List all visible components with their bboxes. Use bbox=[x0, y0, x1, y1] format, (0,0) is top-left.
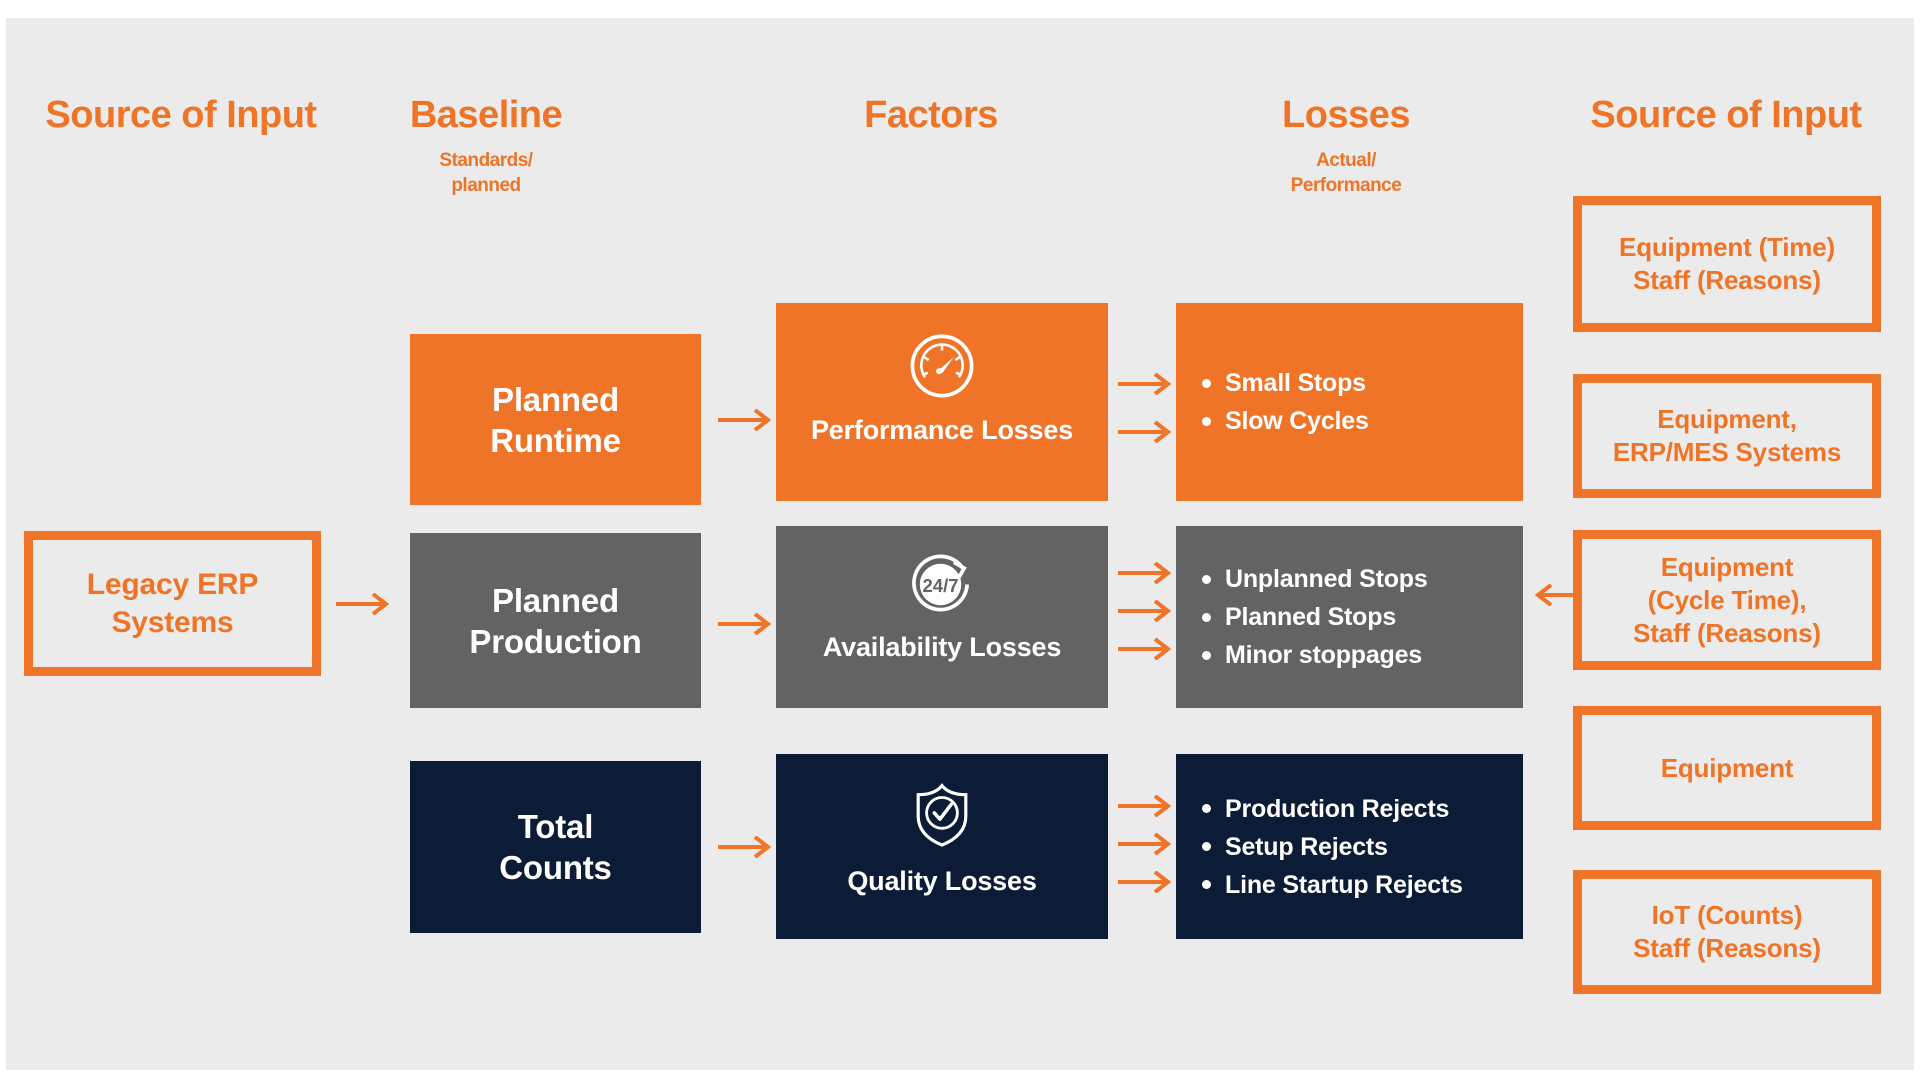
list-item-label: Small Stops bbox=[1225, 369, 1366, 397]
source-input-box-3[interactable]: Equipment (Cycle Time), Staff (Reasons) bbox=[1573, 530, 1881, 670]
source-input-box-1[interactable]: Equipment (Time) Staff (Reasons) bbox=[1573, 196, 1881, 332]
list-item: Planned Stops bbox=[1202, 598, 1428, 636]
arrow-right-icon bbox=[1118, 870, 1174, 898]
column-header-title: Source of Input bbox=[45, 94, 317, 136]
bullet-dot-icon bbox=[1202, 612, 1211, 622]
speedometer-icon bbox=[910, 334, 974, 398]
source-input-line: Staff (Reasons) bbox=[1633, 933, 1821, 963]
factor-box-performance-losses[interactable]: Performance Losses bbox=[776, 303, 1108, 501]
list-item-label: Setup Rejects bbox=[1225, 832, 1388, 861]
baseline-label-line2: Production bbox=[469, 622, 642, 660]
column-header-title: Baseline bbox=[409, 94, 563, 136]
svg-text:24/7: 24/7 bbox=[923, 575, 959, 596]
list-item: Small Stops bbox=[1202, 364, 1369, 402]
arrow-right-icon bbox=[336, 592, 392, 620]
list-item: Unplanned Stops bbox=[1202, 560, 1428, 598]
shield-check-icon bbox=[916, 783, 968, 847]
source-input-legacy-erp-line1: Legacy ERP bbox=[86, 567, 259, 601]
column-header-baseline: Baseline Standards/ planned bbox=[336, 93, 636, 198]
column-header-title: Losses bbox=[1282, 94, 1410, 136]
factor-label: Availability Losses bbox=[822, 632, 1062, 662]
source-input-line: Staff (Reasons) bbox=[1633, 617, 1821, 648]
arrow-right-icon bbox=[718, 408, 774, 436]
baseline-label-line1: Planned bbox=[492, 380, 619, 418]
column-header-subtitle-line2: planned bbox=[451, 175, 521, 196]
column-header-factors: Factors bbox=[781, 93, 1081, 137]
list-item-label: Slow Cycles bbox=[1225, 407, 1369, 435]
list-item-label: Line Startup Rejects bbox=[1225, 870, 1463, 899]
list-item: Line Startup Rejects bbox=[1202, 866, 1463, 904]
arrow-right-icon bbox=[718, 612, 774, 640]
baseline-box-total-counts[interactable]: Total Counts bbox=[410, 761, 701, 933]
bullet-dot-icon bbox=[1202, 842, 1211, 851]
arrow-right-icon bbox=[1118, 420, 1174, 448]
arrow-right-icon bbox=[1118, 794, 1174, 822]
baseline-label-line1: Planned bbox=[492, 581, 619, 619]
source-input-line: IoT (Counts) bbox=[1651, 900, 1803, 930]
source-input-line: Staff (Reasons) bbox=[1633, 265, 1821, 295]
bullet-dot-icon bbox=[1202, 416, 1211, 426]
clock-24-7-icon: 24/7 bbox=[912, 554, 970, 612]
source-input-line: Equipment bbox=[1660, 752, 1794, 783]
column-header-title: Factors bbox=[864, 94, 998, 136]
arrow-right-icon bbox=[1118, 372, 1174, 400]
source-input-box-4[interactable]: Equipment bbox=[1573, 706, 1881, 830]
column-header-subtitle-line1: Actual/ bbox=[1316, 150, 1376, 171]
loss-box-performance[interactable]: Small Stops Slow Cycles bbox=[1176, 303, 1523, 501]
factor-box-quality-losses[interactable]: Quality Losses bbox=[776, 754, 1108, 939]
bullet-dot-icon bbox=[1202, 650, 1211, 660]
arrow-right-icon bbox=[1118, 637, 1174, 665]
factor-label: Performance Losses bbox=[810, 415, 1074, 445]
source-input-legacy-erp-line2: Systems bbox=[111, 605, 234, 639]
arrow-right-icon bbox=[1118, 832, 1174, 860]
list-item: Slow Cycles bbox=[1202, 402, 1369, 440]
loss-bullet-list: Production Rejects Setup Rejects Line St… bbox=[1176, 790, 1463, 904]
factor-label: Quality Losses bbox=[847, 866, 1037, 896]
bullet-dot-icon bbox=[1202, 378, 1211, 388]
bullet-dot-icon bbox=[1202, 804, 1211, 813]
column-header-losses: Losses Actual/ Performance bbox=[1196, 93, 1496, 198]
baseline-label-line2: Runtime bbox=[490, 421, 621, 459]
column-header-title: Source of Input bbox=[1590, 94, 1862, 136]
baseline-box-planned-production[interactable]: Planned Production bbox=[410, 533, 701, 708]
list-item: Setup Rejects bbox=[1202, 828, 1463, 866]
loss-box-quality[interactable]: Production Rejects Setup Rejects Line St… bbox=[1176, 754, 1523, 939]
diagram-canvas: Source of Input Baseline Standards/ plan… bbox=[6, 18, 1914, 1070]
source-input-line: ERP/MES Systems bbox=[1612, 437, 1842, 467]
loss-bullet-list: Unplanned Stops Planned Stops Minor stop… bbox=[1176, 560, 1428, 674]
list-item-label: Unplanned Stops bbox=[1225, 565, 1428, 593]
loss-bullet-list: Small Stops Slow Cycles bbox=[1176, 364, 1369, 440]
list-item-label: Minor stoppages bbox=[1225, 641, 1423, 669]
source-input-line: (Cycle Time), bbox=[1647, 584, 1807, 615]
arrow-right-icon bbox=[1118, 561, 1174, 589]
column-header-subtitle-line2: Performance bbox=[1290, 175, 1402, 196]
baseline-box-planned-runtime[interactable]: Planned Runtime bbox=[410, 334, 701, 505]
list-item: Production Rejects bbox=[1202, 790, 1463, 828]
source-input-box-5[interactable]: IoT (Counts) Staff (Reasons) bbox=[1573, 870, 1881, 994]
arrow-right-icon bbox=[718, 835, 774, 863]
column-header-subtitle-line1: Standards/ bbox=[439, 150, 533, 171]
list-item-label: Planned Stops bbox=[1225, 603, 1397, 631]
column-header-source-of-input-right: Source of Input bbox=[1546, 93, 1906, 137]
arrow-right-icon bbox=[1118, 599, 1174, 627]
factor-box-availability-losses[interactable]: 24/7 Availability Losses bbox=[776, 526, 1108, 708]
bullet-dot-icon bbox=[1202, 574, 1211, 584]
baseline-label-line2: Counts bbox=[499, 849, 612, 886]
source-input-box-2[interactable]: Equipment, ERP/MES Systems bbox=[1573, 374, 1881, 498]
baseline-label-line1: Total bbox=[517, 808, 594, 845]
source-input-legacy-erp-box[interactable]: Legacy ERP Systems bbox=[24, 531, 321, 676]
source-input-line: Equipment bbox=[1660, 551, 1794, 582]
source-input-line: Equipment (Time) bbox=[1619, 232, 1835, 262]
bullet-dot-icon bbox=[1202, 880, 1211, 889]
source-input-line: Equipment, bbox=[1657, 404, 1797, 434]
column-header-source-of-input-left: Source of Input bbox=[6, 93, 356, 137]
list-item-label: Production Rejects bbox=[1225, 794, 1450, 823]
loss-box-availability[interactable]: Unplanned Stops Planned Stops Minor stop… bbox=[1176, 526, 1523, 708]
list-item: Minor stoppages bbox=[1202, 636, 1428, 674]
